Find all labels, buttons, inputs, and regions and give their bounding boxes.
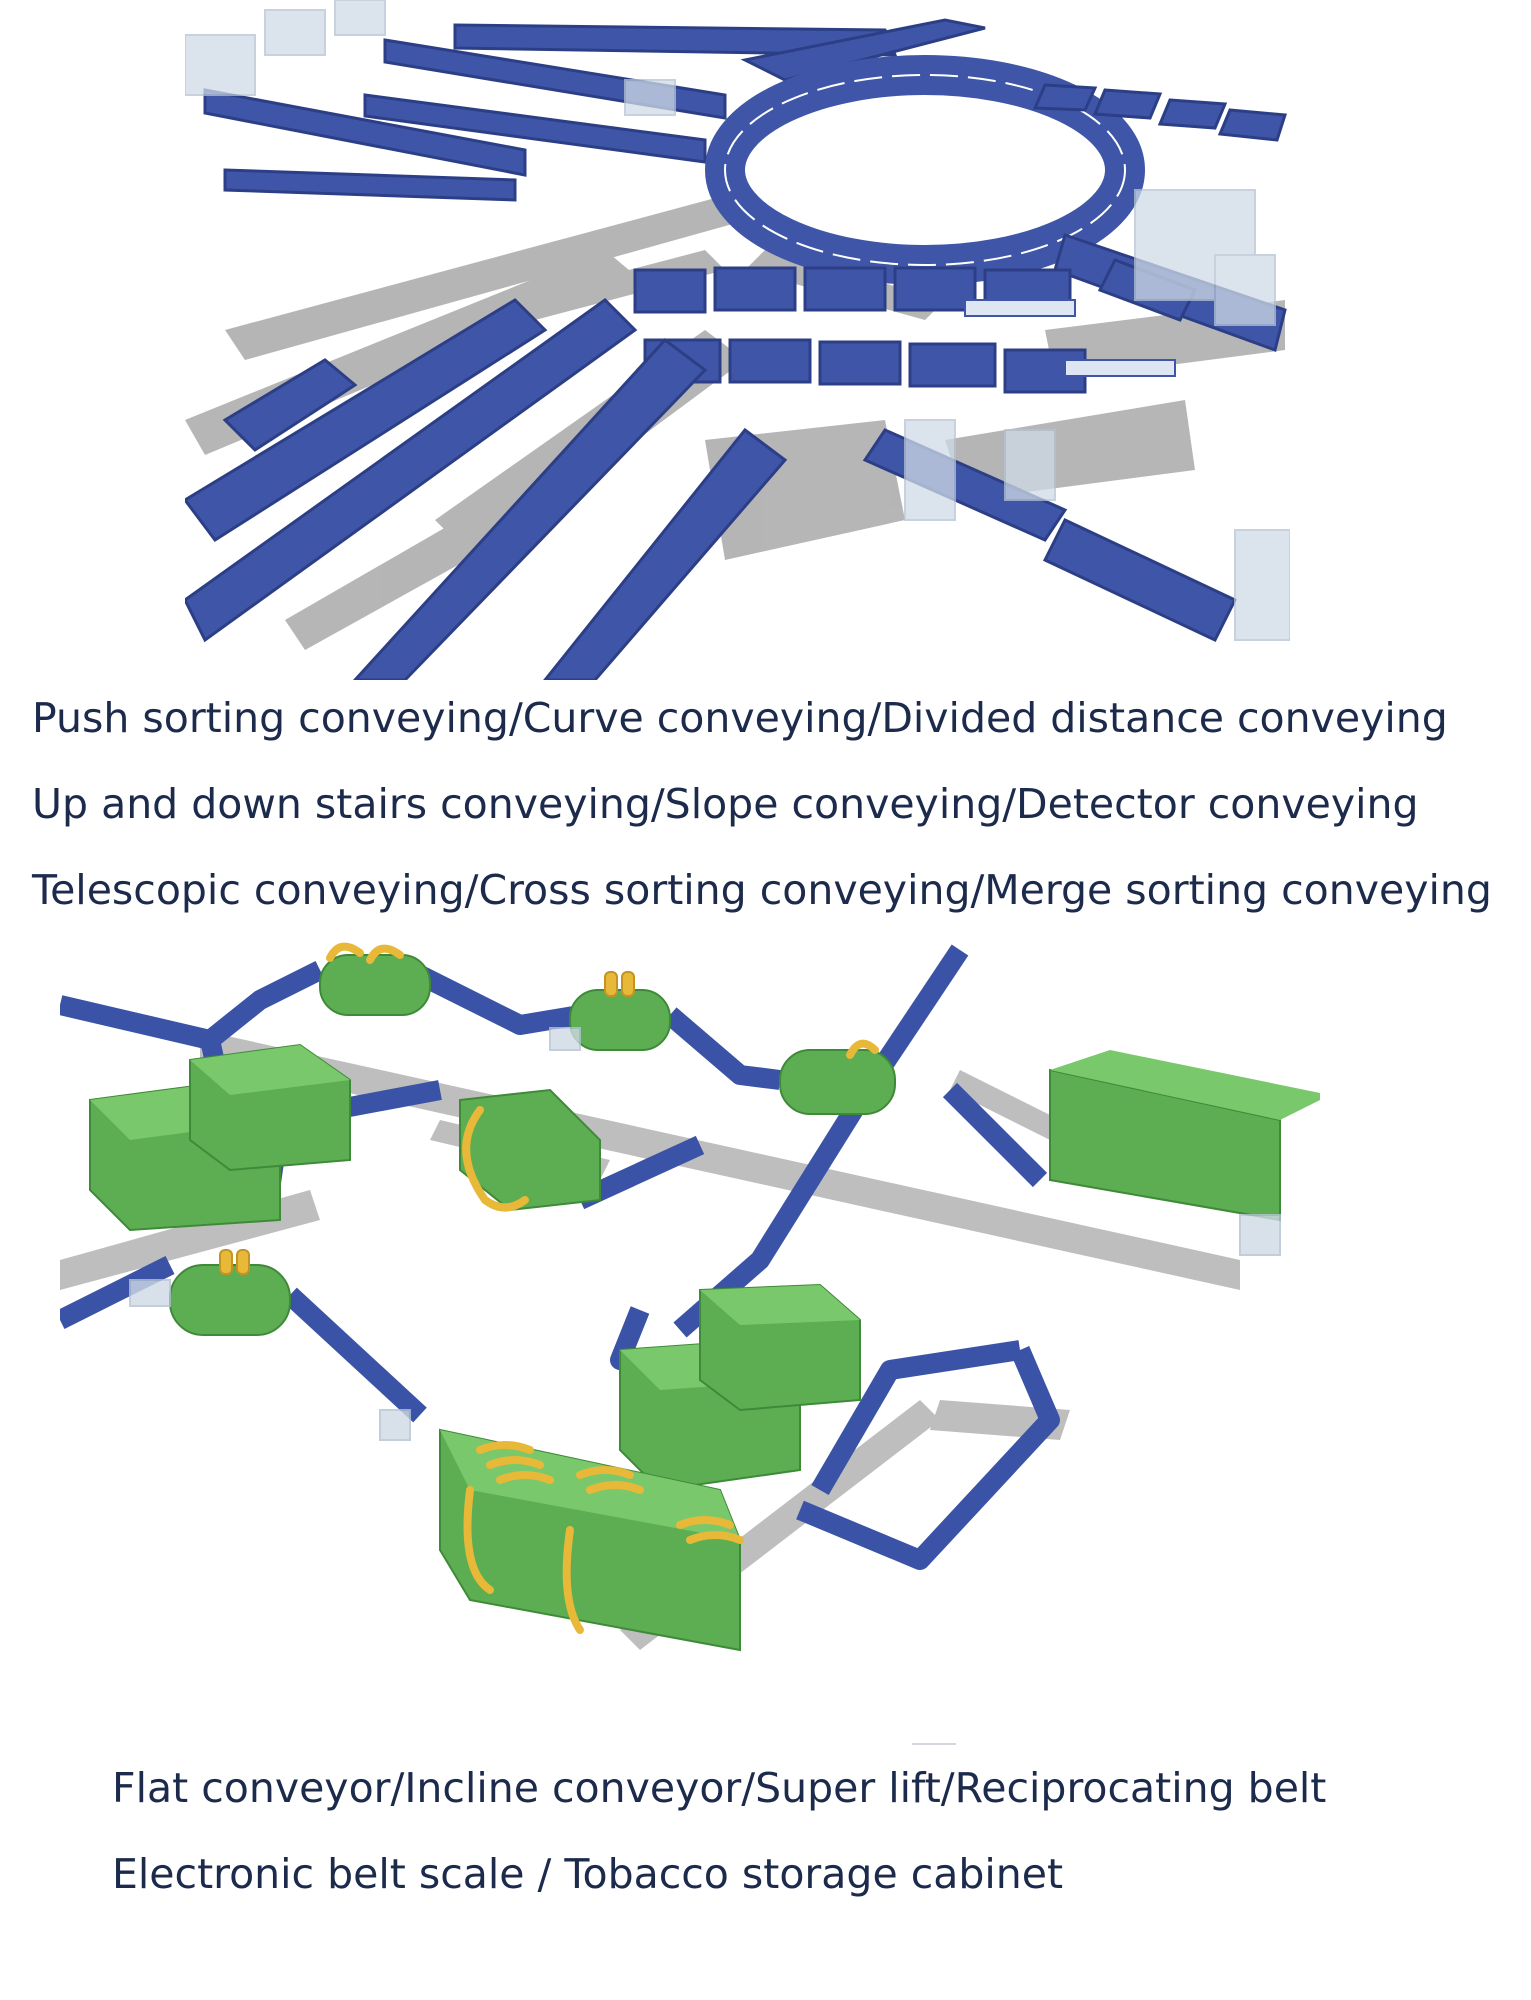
drum-machines — [169, 954, 896, 1336]
caption-top-line-2: Up and down stairs conveying/Slope conve… — [32, 780, 1419, 828]
coil-canisters — [219, 971, 635, 1275]
storage-cabinets — [89, 1043, 1320, 1652]
upper-belts — [203, 18, 986, 202]
conveyor-sorting-illustration — [185, 0, 1290, 680]
lower-belts — [185, 298, 1238, 680]
conveyor-sorting-drawing — [185, 0, 1290, 680]
curve-ring — [705, 55, 1145, 285]
divided-distance-belts — [633, 266, 1087, 394]
glass-panels — [185, 0, 1290, 641]
caption-top-line-3: Telescopic conveying/Cross sorting conve… — [32, 866, 1492, 914]
caption-bottom-line-2: Electronic belt scale / Tobacco storage … — [112, 1850, 1064, 1898]
coil-handles — [326, 942, 879, 1634]
glass-hoppers — [129, 1027, 1281, 1441]
tobacco-line-drawing — [60, 942, 1320, 1652]
caption-top-line-1: Push sorting conveying/Curve conveying/D… — [32, 694, 1448, 742]
divider-mark — [912, 1743, 956, 1745]
roller-strips — [964, 299, 1176, 377]
caption-bottom-line-1: Flat conveyor/Incline conveyor/Super lif… — [112, 1764, 1327, 1812]
tobacco-line-illustration — [60, 930, 1320, 1705]
